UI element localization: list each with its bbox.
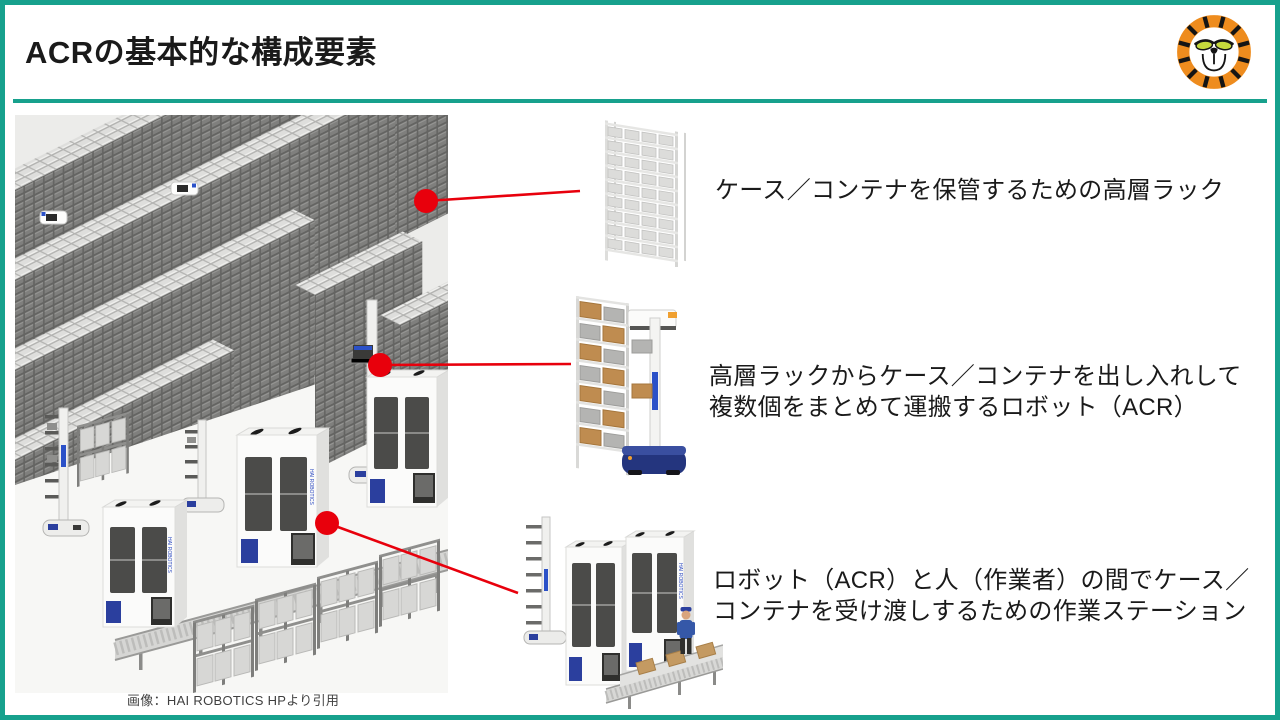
tower-brand-text: HAI ROBOTICS: [308, 469, 314, 506]
workstation-tower: HAI ROBOTICS: [624, 530, 696, 672]
acr-robot-image: [576, 296, 686, 476]
workstation-tower: [365, 369, 448, 508]
page-title: ACRの基本的な構成要素: [25, 35, 378, 70]
tote-shelf: [77, 411, 129, 487]
workstation-tower: [564, 540, 634, 686]
shuttle-robot-on-rack: [39, 210, 68, 225]
picking-conveyor-tables: [604, 641, 723, 709]
mini-acr-robot: [523, 516, 567, 645]
robot-mast: [622, 309, 686, 475]
high-rack-image: [605, 120, 686, 267]
callout-text-high-rack: ケース／コンテナを保管するための高層ラック: [715, 177, 1225, 204]
tote-shelf: [193, 604, 254, 693]
image-source-caption: 画像：HAI ROBOTICS HPより引用: [127, 693, 340, 708]
shuttle-robot-on-rack: [170, 181, 199, 196]
acr-robot-center: [181, 419, 225, 513]
workstation-image: HAI ROBOTICS: [523, 516, 723, 709]
workstation-tower: HAI ROBOTICS: [101, 499, 189, 628]
callout-text-acr-robot: 高層ラックからケース／コンテナを出し入れして 複数個をまとめて運搬するロボット（…: [709, 363, 1242, 421]
worker-person: [677, 607, 695, 654]
tote-shelf: [255, 582, 316, 671]
workstation-tower: HAI ROBOTICS: [235, 427, 331, 568]
title-underline: [13, 99, 1267, 103]
acr-robot-left: [42, 407, 90, 537]
callout-text-workstation: ロボット（ACR）と人（作業者）の間でケース／ コンテナを受け渡しするための作業…: [713, 567, 1250, 625]
warehouse-image: HAI ROBOTICS HAI ROBOTICS: [15, 115, 448, 693]
lion-face: [1194, 39, 1234, 72]
tower-brand-text: HAI ROBOTICS: [166, 537, 172, 574]
company-lion-logo-icon: [1177, 15, 1251, 89]
tower-brand-text: HAI ROBOTICS: [677, 563, 683, 600]
